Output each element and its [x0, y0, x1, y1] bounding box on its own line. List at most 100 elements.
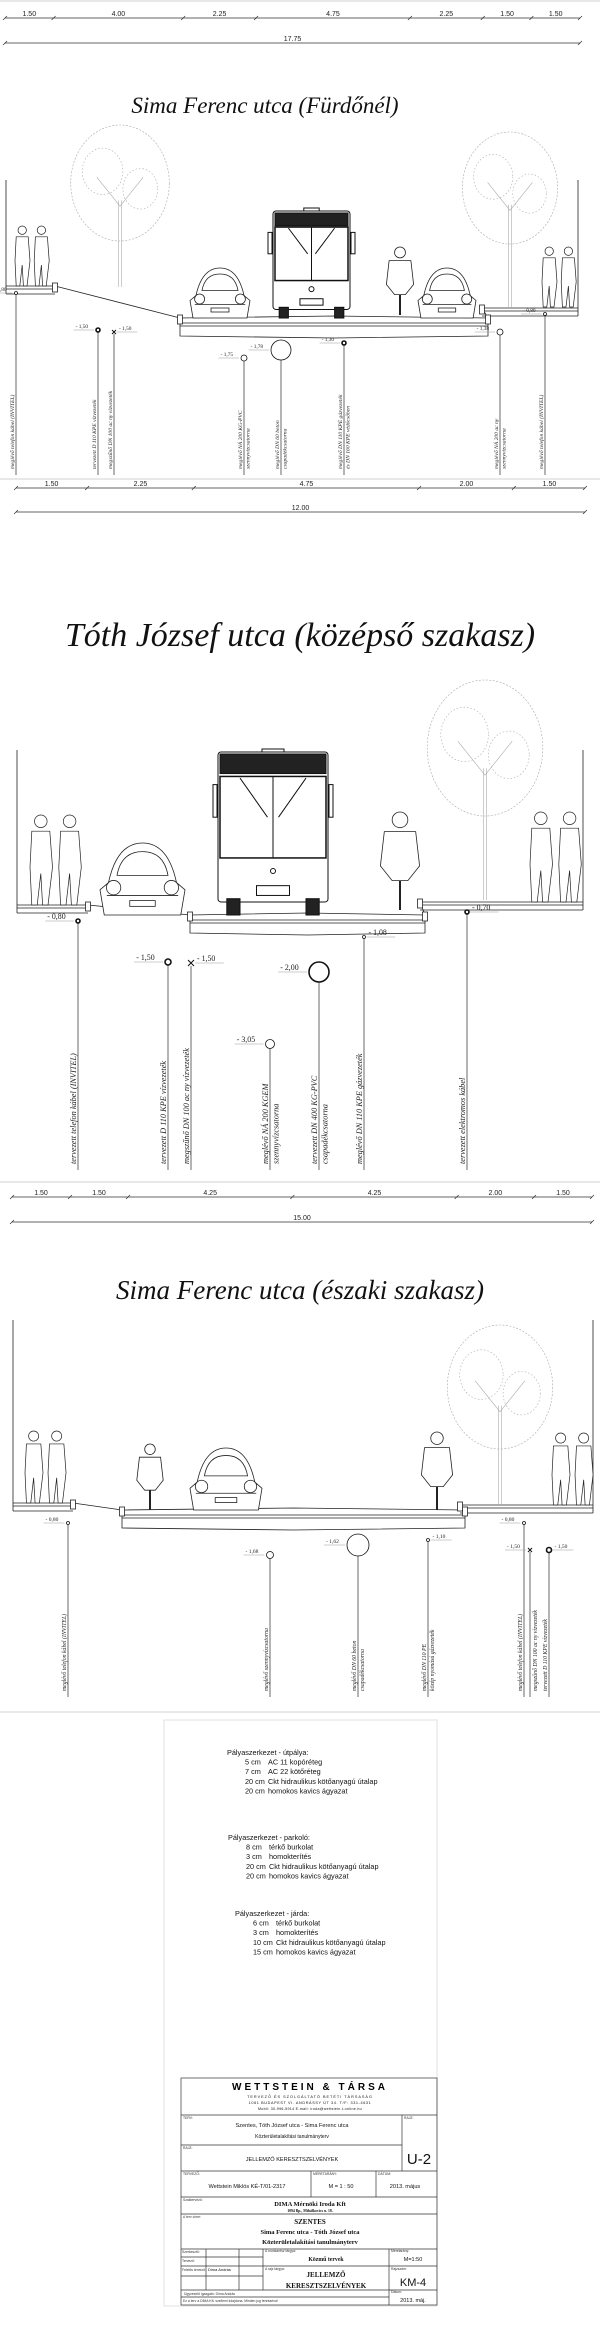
field-label: Méretarány: [391, 2249, 409, 2253]
utility-callout: - 0,80 meglévő telefon kábel (INVITEL) [521, 308, 547, 475]
dimension-label: 4.25 [368, 1190, 382, 1197]
depth-label: - 1,50 [197, 954, 215, 963]
existing-pipe-icon [496, 328, 504, 336]
existing-pipe-icon [240, 354, 248, 362]
car-icon [99, 842, 186, 916]
depth-label: - 1,68 [246, 1549, 259, 1555]
dimension-tick [290, 1194, 295, 1200]
copyright: Ez a terv a DIMA Kft. szellemi tulajdona… [183, 2299, 278, 2303]
designer: Wettstein Miklós KÉ-T/01-2317 [209, 2183, 286, 2190]
depth-label: - 0,80 [47, 912, 65, 921]
utility-description: megszűnő DN 100 ac ny vízvezeték [532, 1610, 539, 1691]
field-label: TERVEZŐ: [183, 2171, 200, 2176]
utility-description: meglévő telefon kábel (INVITEL) [538, 394, 545, 469]
pedestrians-icon [24, 1430, 67, 1504]
layer-material: homokterítés [276, 1928, 319, 1937]
dimension-tick [511, 485, 517, 491]
company-line: TERVEZŐ ÉS SZOLGÁLTATÓ BETÉTI TÁRSASÁG [247, 2094, 373, 2099]
layer-material: AC 11 kopóréteg [268, 1758, 322, 1767]
planned-pipe-icon [464, 909, 470, 915]
utility-description: tervezett elektromos kábel [458, 1077, 467, 1164]
dimension-tick [51, 15, 56, 21]
dimension-total: 17.75 [284, 36, 302, 43]
cyclist-icon [379, 811, 421, 910]
field-label: A terv címe: [183, 2215, 201, 2219]
layer-thickness: 15 cm [253, 1947, 273, 1956]
depth-label: - 2,00 [280, 963, 298, 972]
date: 2013. május [390, 2184, 421, 2190]
drawing-number: U-2 [407, 2151, 431, 2168]
utility-description: tervezett D 110 KPE vízvezeték [92, 399, 98, 469]
layer-thickness: 20 cm [245, 1777, 265, 1786]
field-label: A rajz tárgya: [265, 2267, 285, 2271]
layer-thickness: 3 cm [246, 1852, 262, 1861]
road-cross-section [5, 180, 579, 339]
company-logo: WETTSTEIN & TÁRSA [232, 2080, 388, 2093]
plan-type: Közterületalakítási tanulmányterv [255, 2134, 329, 2140]
depth-label: - 0,80 [0, 287, 7, 293]
utility-description: meglévő NÁ 200 ac ny [492, 418, 500, 469]
dimension-total: 15.00 [293, 1215, 311, 1222]
dimension-tick [9, 1219, 15, 1225]
road-cross-section [12, 1320, 594, 1531]
depth-label: - 1,10 [433, 1534, 446, 1540]
drawing-subject: JELLEMZŐ [307, 2271, 346, 2279]
layer-material: térkő burkolat [269, 1843, 313, 1852]
drawing-subject: KERESZTSZELVÉNYEK [286, 2282, 367, 2290]
depth-label: - 0,80 [523, 308, 536, 314]
dimension-label: 4.75 [300, 481, 314, 488]
abandoned-pipe-icon [187, 959, 195, 967]
field-label: RAJZ: [183, 2146, 192, 2150]
dimension-label: 1.50 [34, 1190, 48, 1197]
dimension-label: 1.50 [500, 11, 514, 18]
existing-pipe-icon [522, 1521, 526, 1525]
dimension-tick [582, 509, 588, 515]
layer-material: Ckt hidraulikus kötőanyagú útalap [276, 1938, 386, 1947]
depth-label: - 1,30 [322, 337, 335, 343]
car-icon [189, 267, 251, 319]
dimension-tick [2, 15, 8, 21]
field-label: A munkarész tárgya: [265, 2249, 296, 2253]
pedestrians-icon [541, 246, 577, 308]
dimension-label: 1.50 [549, 11, 563, 18]
tree-icon [70, 124, 170, 287]
dimension-label: 4.00 [112, 11, 126, 18]
layer-material: homokos kavics ágyazat [268, 1786, 348, 1795]
depth-label: - 0,70 [472, 903, 490, 912]
layer-thickness: 8 cm [246, 1843, 262, 1852]
project-type: Közterületalakítási tanulmányterv [262, 2239, 359, 2246]
field-label: Dátum: [391, 2290, 402, 2294]
dimension-label: 2.25 [134, 481, 148, 488]
dimension-tick [13, 509, 19, 515]
dimension-tick [9, 1194, 15, 1200]
title-block [180, 2077, 438, 2306]
pedestrians-icon [529, 811, 582, 903]
dimension-tick [582, 485, 588, 491]
dimension-tick [531, 1194, 537, 1200]
layer-thickness: 20 cm [246, 1862, 266, 1871]
pedestrians-icon [14, 225, 50, 287]
layer-material: Ckt hidraulikus kötőanyagú útalap [269, 1862, 379, 1871]
page-dividers [0, 0, 600, 1713]
role-label: Tervező: [182, 2259, 195, 2263]
dimension-tick [577, 40, 583, 46]
managing-director: Ügyvezető igazgató: Dima András [184, 2292, 235, 2296]
layer-material: homokos kavics ágyazat [276, 1947, 356, 1956]
existing-pipe-icon [266, 1551, 274, 1559]
role-label: Felelős tervező: [182, 2268, 206, 2272]
abandoned-pipe-icon [527, 1547, 533, 1553]
depth-label: - 1,38 [477, 326, 490, 332]
